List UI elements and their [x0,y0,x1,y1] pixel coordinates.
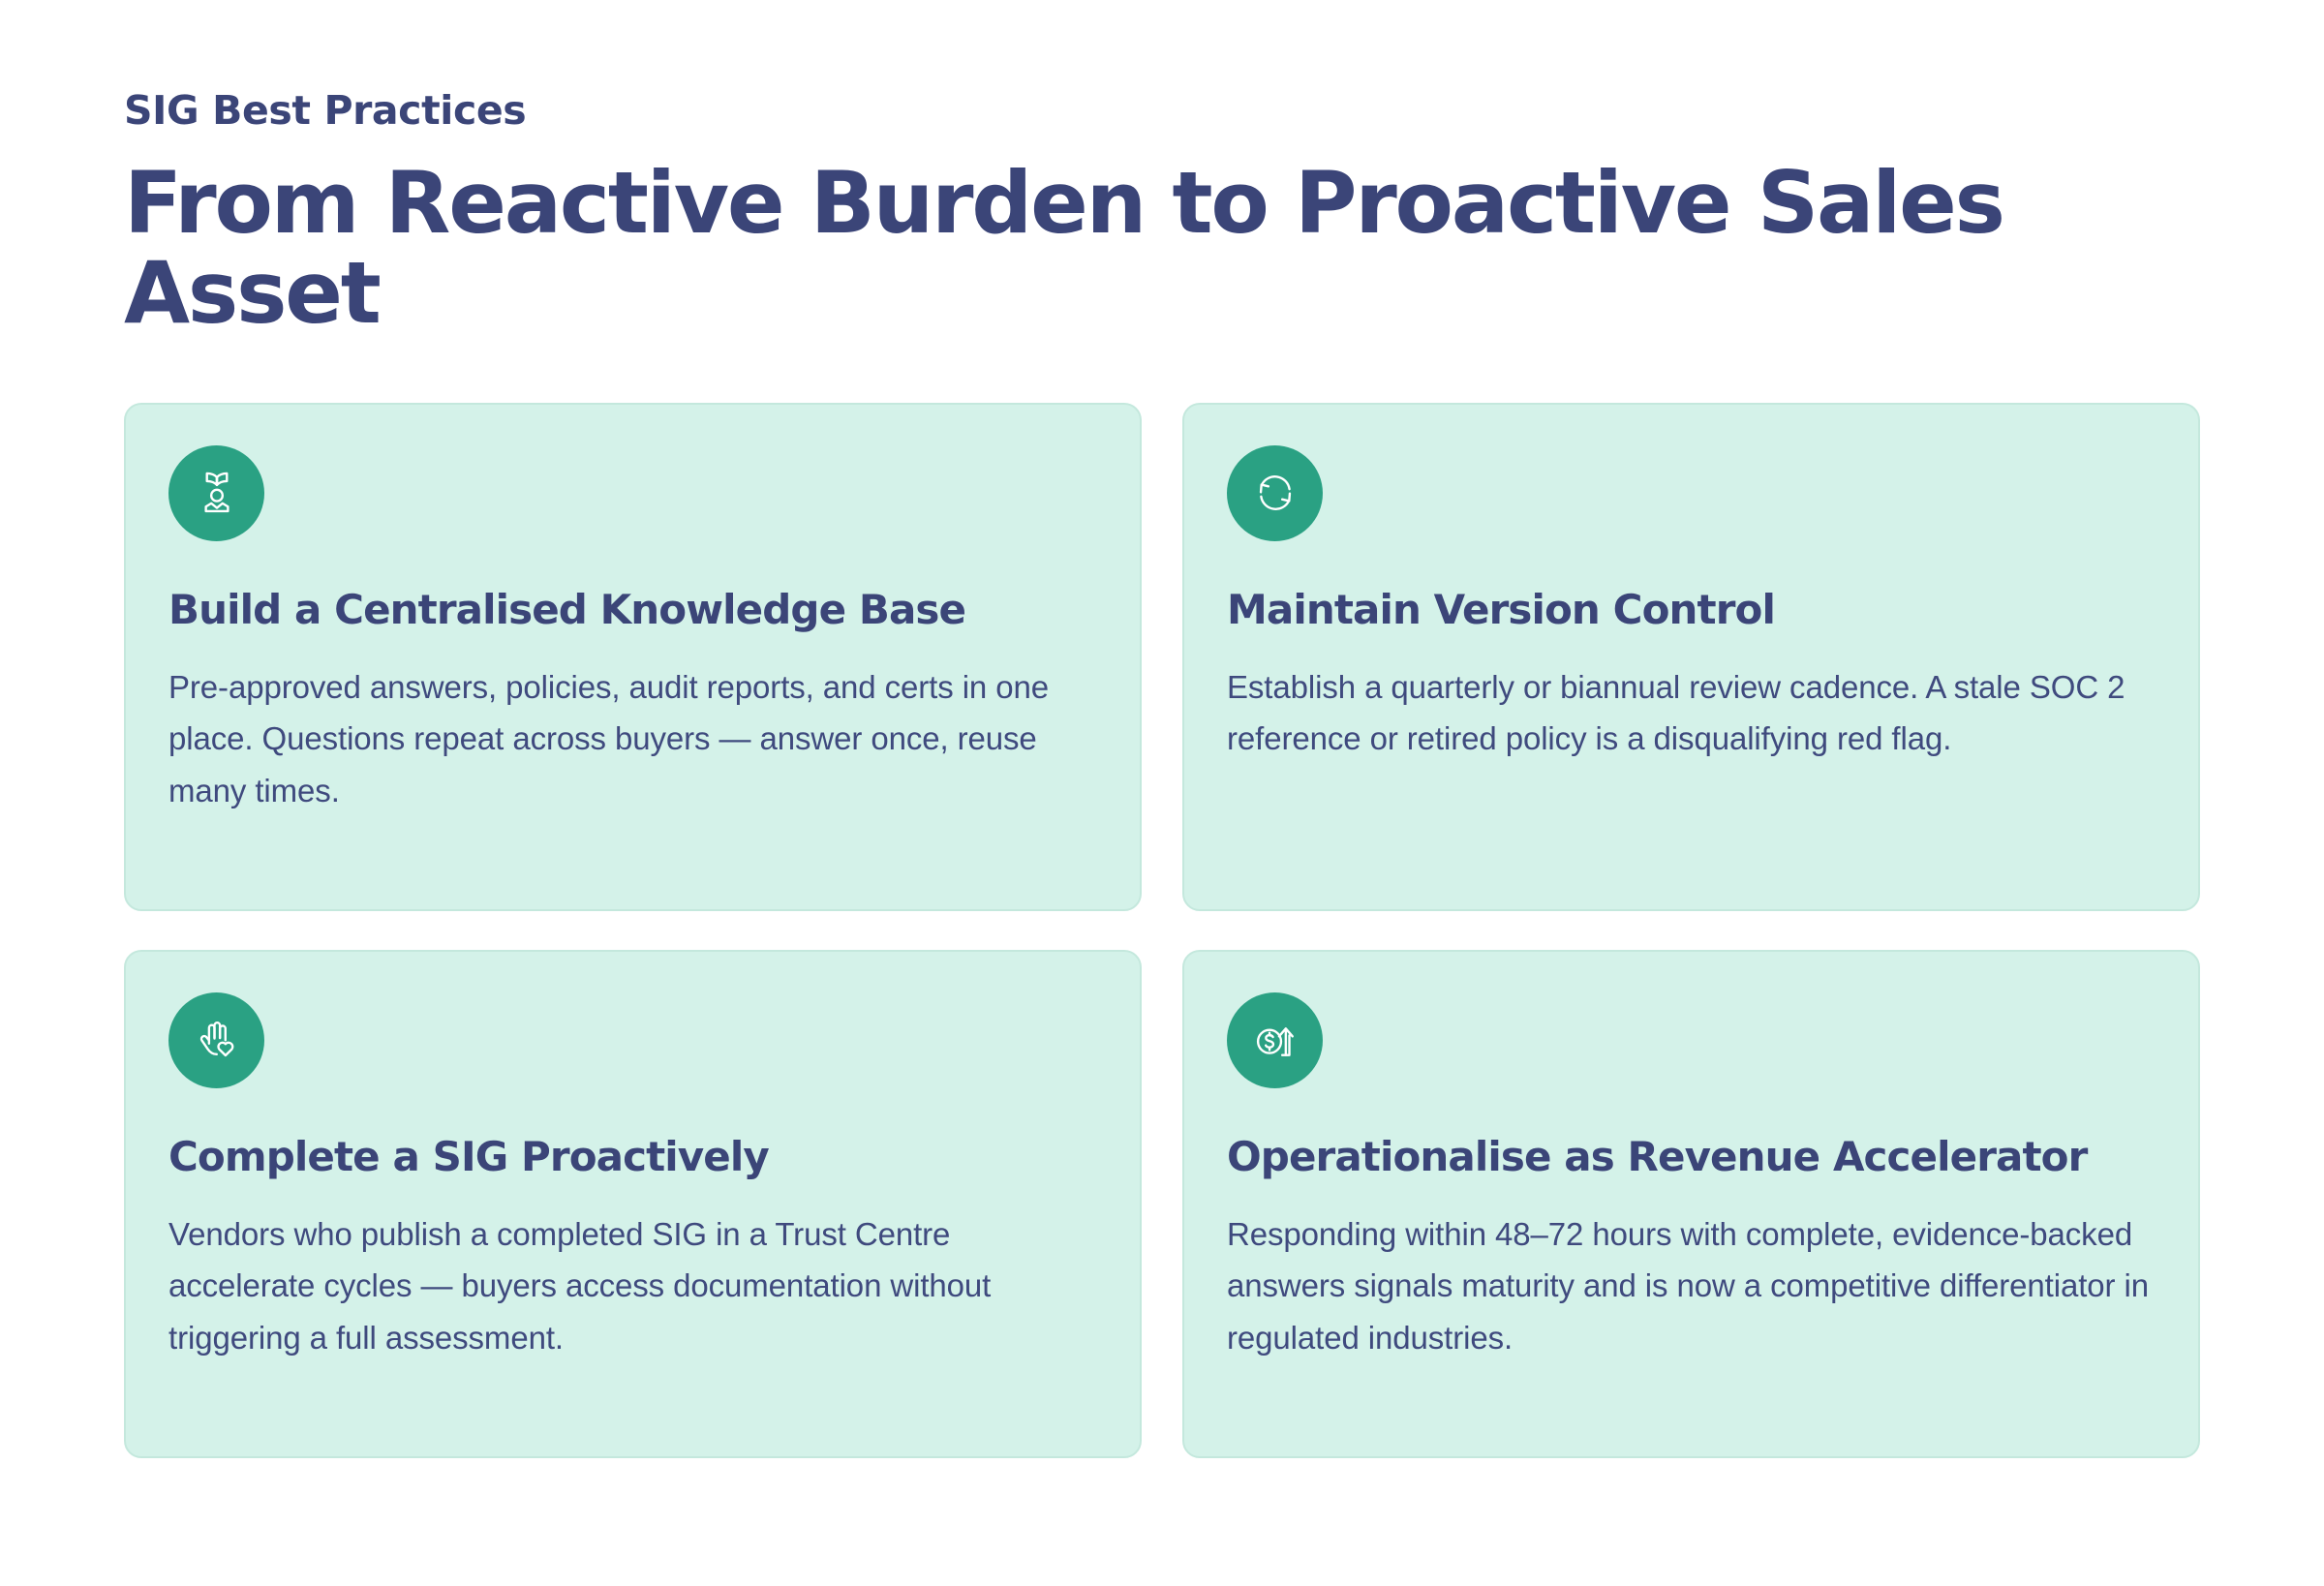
page-title: From Reactive Burden to Proactive Sales … [124,153,2005,344]
card-body: Pre-approved answers, policies, audit re… [168,669,1050,808]
eyebrow-label: SIG Best Practices [124,87,527,134]
practice-card: Operationalise as Revenue Accelerator Re… [1182,949,2200,1458]
practice-card: Maintain Version Control Establish a qua… [1182,402,2200,911]
best-practices-grid: Build a Centralised Knowledge Base Pre-a… [124,402,2200,1458]
refresh-cycle-icon [1227,444,1323,541]
card-title: Complete a SIG Proactively [168,1132,770,1180]
card-body: Responding within 48–72 hours with compl… [1227,1216,2149,1356]
card-body: Establish a quarterly or biannual review… [1227,669,2125,757]
book-person-icon [168,444,264,541]
card-title: Build a Centralised Knowledge Base [168,585,966,633]
header: SIG Best Practices From Reactive Burden … [124,0,2200,339]
practice-card: Build a Centralised Knowledge Base Pre-a… [124,402,1142,911]
practice-card: Complete a SIG Proactively Vendors who p… [124,949,1142,1458]
hand-heart-icon [168,991,264,1088]
card-body: Vendors who publish a completed SIG in a… [168,1216,992,1356]
card-title: Operationalise as Revenue Accelerator [1227,1132,2088,1180]
card-title: Maintain Version Control [1227,585,1776,633]
dollar-growth-arrow-icon [1227,991,1323,1088]
